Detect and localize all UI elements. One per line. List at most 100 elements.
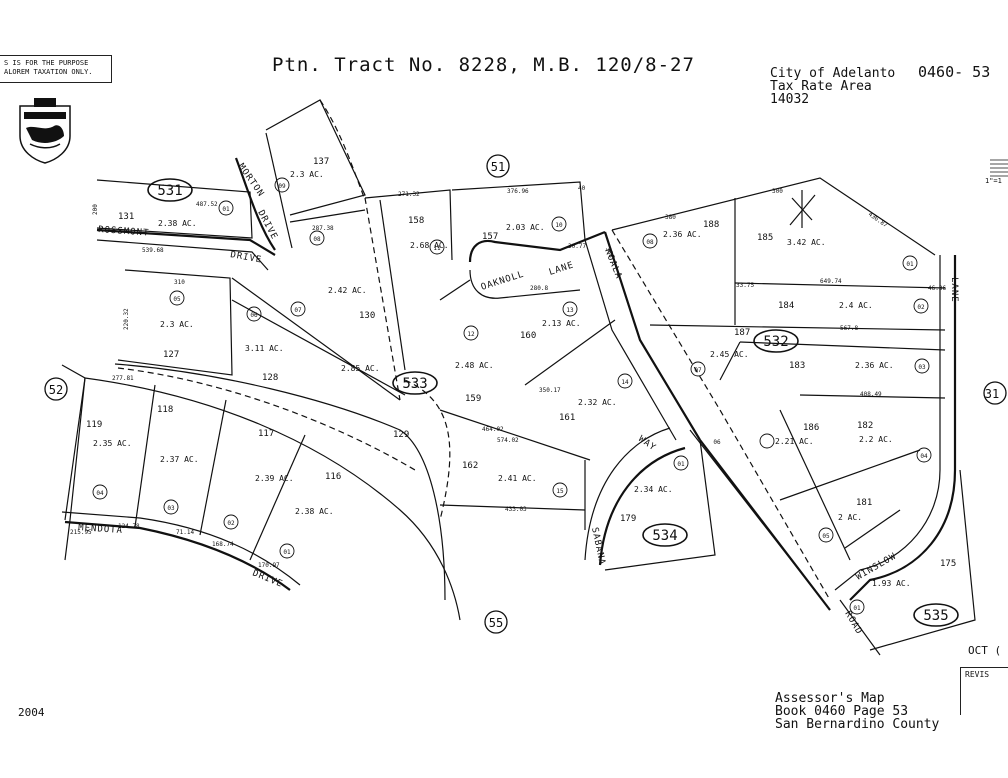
taxation-notice: S IS FOR THE PURPOSE ALOREM TAXATION ONL… [0, 55, 112, 83]
parcel-num: 07 [694, 367, 702, 374]
parcel-labels: 131 2.38 AC. 01 137 2.3 AC. 09 130 2.42 … [86, 157, 956, 612]
map-title: Ptn. Tract No. 8228, M.B. 120/8-27 [272, 54, 695, 76]
street-labels: ROSSMONT DRIVE MORTON DRIVE OAKNOLL LANE… [78, 162, 959, 637]
parcel-acres: 2.32 AC. [578, 398, 617, 407]
book-531: 531 [157, 183, 182, 199]
parcel-acres: 2.48 AC. [455, 361, 494, 370]
parcel-acres: 2.03 AC. [506, 223, 545, 232]
parcel-acres: 2.3 AC. [290, 170, 324, 179]
street-rossmont: ROSSMONT [98, 225, 150, 239]
book-533: 533 [402, 376, 427, 392]
dim: 71.14 [176, 529, 194, 536]
parcel-num: 04 [96, 490, 104, 497]
parcel-num: 01 [283, 549, 291, 556]
street-sabana: SABANA [589, 527, 607, 567]
caption-line-3: San Bernardino County [775, 717, 940, 732]
dim: 277.81 [112, 375, 134, 382]
parcel-num: 02 [917, 304, 925, 311]
parcel-acres: 2.21 AC. [775, 437, 814, 446]
tax-rate-area-label: Tax Rate Area [770, 79, 872, 94]
dim: 220.32 [123, 308, 130, 330]
parcel-num: 01 [853, 605, 861, 612]
parcel-acres: 2.36 AC. [663, 230, 702, 239]
parcel-id: 175 [940, 559, 956, 569]
dim: 376.96 [507, 188, 529, 195]
parcel-acres: 2 AC. [838, 513, 862, 522]
parcel-id: 118 [157, 405, 173, 415]
parcel-num: 01 [677, 461, 685, 468]
street-morton: MORTON [236, 162, 266, 199]
parcel-num: 05 [822, 533, 830, 540]
scale-note: 1"=1 [985, 177, 1002, 185]
street-lane2: LANE [949, 277, 959, 303]
parcel-number-circles [92, 177, 932, 615]
parcel-num: 05 [173, 296, 181, 303]
parcel-id: 116 [325, 472, 341, 482]
street-oaknoll: OAKNOLL [480, 269, 526, 292]
parcel-acres: 2.34 AC. [634, 485, 673, 494]
caption-line-2: Book 0460 Page 53 [775, 704, 908, 719]
parcel-acres: 2.13 AC. [542, 319, 581, 328]
caption-line-1: Assessor's Map [775, 691, 885, 706]
edge-ticks [990, 159, 1008, 177]
dim: 487.52 [196, 201, 218, 208]
parcel-num: 14 [621, 379, 629, 386]
parcel-id: 184 [778, 301, 794, 311]
parcel-acres: 3.11 AC. [245, 344, 284, 353]
parcel-acres: 2.4 AC. [839, 301, 873, 310]
parcel-id: 128 [262, 373, 278, 383]
parcel-id: 117 [258, 429, 274, 439]
street-lane1: LANE [548, 260, 576, 277]
parcel-id: 162 [462, 461, 478, 471]
book-534: 534 [652, 528, 677, 544]
dim: 280.8 [530, 285, 548, 292]
parcel-id: 157 [482, 232, 498, 242]
parcel-id: 187 [734, 328, 750, 338]
parcel-id: 129 [393, 430, 409, 440]
dim: 380 [665, 214, 676, 221]
parcel-num: 01 [906, 261, 914, 268]
dim: 170.97 [258, 562, 280, 569]
revisions-label: REVIS [965, 670, 990, 679]
parcel-num: 11 [433, 245, 441, 252]
parcel-id: 186 [803, 423, 819, 433]
adjoining-circles [44, 154, 1007, 634]
oct-stamp: OCT ( [968, 644, 1001, 657]
adjoining-31: 31 [985, 387, 999, 401]
parcel-acres: 2.38 AC. [295, 507, 334, 516]
parcel-acres: 2.45 AC. [710, 350, 749, 359]
county-seal-icon [14, 96, 76, 164]
parcel-id: 179 [620, 514, 636, 524]
parcel-lines [61, 99, 976, 656]
dim: 271.32 [398, 191, 420, 198]
parcel-acres: 2.85 AC. [341, 364, 380, 373]
parcel-id: 127 [163, 350, 179, 360]
dim: 215.95 [70, 529, 92, 536]
parcel-id: 137 [313, 157, 329, 167]
parcel-id: 160 [520, 331, 536, 341]
parcel-num: 02 [227, 520, 235, 527]
parcel-num: 09 [278, 183, 286, 190]
parcel-acres: 2.37 AC. [160, 455, 199, 464]
dim: 124.78 [118, 523, 140, 530]
parcel-id: 185 [757, 233, 773, 243]
dim: 380 [604, 246, 614, 259]
dim: 300 [772, 188, 783, 195]
dim: 287.38 [312, 225, 334, 232]
parcel-id: 188 [703, 220, 719, 230]
book-ovals [147, 178, 959, 627]
tax-rate-area-number: 14032 [770, 92, 809, 107]
street-drive3: DRIVE [251, 569, 285, 590]
parcel-acres: 2.41 AC. [498, 474, 537, 483]
parcel-acres: 2.68 AC. [410, 241, 449, 250]
parcel-num: 08 [313, 236, 321, 243]
parcel-acres: 1.93 AC. [872, 579, 911, 588]
parcel-id: 183 [789, 361, 805, 371]
parcel-acres: 3.42 AC. [787, 238, 826, 247]
parcel-num: 06 [713, 439, 721, 446]
parcel-id: 119 [86, 420, 102, 430]
dim: 433.03 [505, 506, 527, 513]
parcel-acres: 2.35 AC. [93, 439, 132, 448]
notice-line-2: ALOREM TAXATION ONLY. [4, 68, 93, 77]
